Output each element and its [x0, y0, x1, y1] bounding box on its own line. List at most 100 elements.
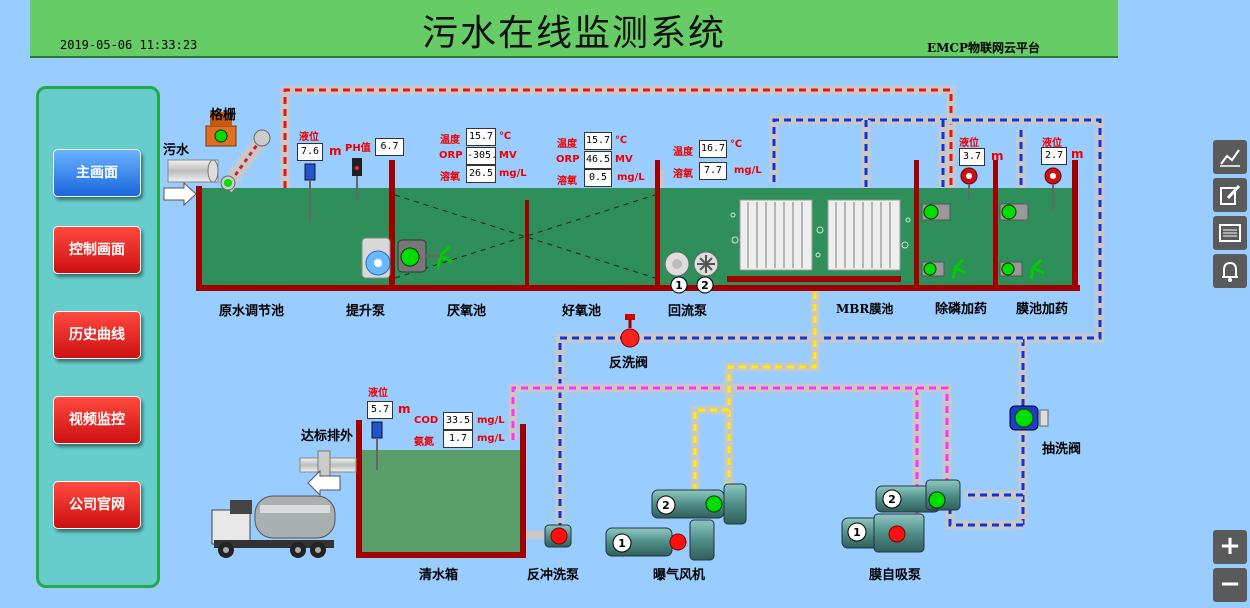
inlet-pipe: [163, 159, 219, 207]
membrane-dosing-label: 膜池加药: [1016, 302, 1069, 317]
ph-value: 6.7: [375, 138, 404, 156]
list-button[interactable]: [1213, 216, 1247, 250]
platform-name: EMCP物联网云平台: [926, 41, 1040, 55]
nh3-unit: mg/L: [477, 433, 505, 444]
suction-valve: [1009, 405, 1049, 431]
anoxic-do-unit: mg/L: [499, 168, 527, 179]
dose-level-unit: m: [1071, 147, 1084, 161]
anoxic-temp-label: 温度: [440, 135, 460, 146]
nh3-label: 氨氮: [414, 437, 434, 448]
phos-dosing-pump: [921, 203, 951, 221]
phos-mixer: [921, 258, 967, 280]
raw-level-label: 液位: [299, 132, 319, 143]
clear-tank-label: 清水箱: [419, 568, 459, 583]
discharge-outlet: [299, 450, 357, 497]
aerobic-temp-unit: ℃: [615, 135, 628, 146]
mbr-temp-label: 温度: [673, 147, 693, 158]
backwash-valve-label: 反洗阀: [609, 356, 649, 371]
lift-pump-label: 提升泵: [346, 304, 386, 319]
mbr-modules: [730, 199, 911, 271]
anoxic-do-value: 26.5: [466, 165, 496, 183]
blower-label: 曝气风机: [653, 568, 706, 583]
aerobic-orp-label: ORP: [556, 154, 580, 165]
self-suction-pump-1: [841, 513, 925, 553]
mbr-temp-value: 16.7: [699, 140, 727, 158]
list-icon: [1219, 224, 1241, 242]
return-pumps: [664, 251, 719, 277]
page-title: 污水在线监测系统: [421, 13, 726, 54]
nav-panel: 主画面 控制画面 历史曲线 视频监控 公司官网: [36, 86, 160, 588]
mbr-temp-unit: ℃: [730, 139, 743, 150]
backwash-pump: [544, 524, 572, 548]
nav-company-website-button[interactable]: 公司官网: [53, 481, 141, 529]
clear-level-value: 5.7: [367, 401, 393, 419]
phos-level-label: 液位: [959, 138, 979, 149]
dose-level-value: 2.7: [1041, 147, 1067, 165]
ph-sensor: [352, 158, 362, 200]
clear-level-unit: m: [398, 402, 411, 416]
phos-level-unit: m: [991, 149, 1004, 163]
backwash-pump-label: 反冲洗泵: [527, 568, 580, 583]
aerobic-do-label: 溶氧: [557, 176, 577, 187]
lift-pump-fan-icon: [436, 244, 453, 269]
nh3-value: 1.7: [443, 430, 473, 448]
anoxic-do-label: 溶氧: [440, 172, 460, 183]
nav-main-screen-button[interactable]: 主画面: [53, 149, 141, 197]
clear-tank-water: [362, 450, 520, 552]
chart-button[interactable]: [1213, 140, 1247, 174]
membrane-dosing-pump: [999, 203, 1029, 221]
aerobic-orp-value: 46.5: [584, 151, 612, 169]
dose-level-label: 液位: [1042, 138, 1062, 149]
aerobic-orp-unit: MV: [615, 154, 633, 165]
mbr-do-label: 溶氧: [673, 169, 693, 180]
mbr-do-value: 7.7: [699, 162, 727, 180]
grille-label: 格栅: [210, 108, 237, 123]
suction-valve-label: 抽洗阀: [1042, 442, 1082, 457]
edit-icon: [1220, 184, 1241, 205]
mbr-do-unit: mg/L: [734, 165, 762, 176]
nav-history-curve-button[interactable]: 历史曲线: [53, 311, 141, 359]
blower-2: [651, 483, 747, 525]
cod-unit: mg/L: [477, 415, 505, 426]
lift-pump: [361, 237, 453, 279]
grille-machine: [205, 112, 271, 193]
aerobic-do-value: 0.5: [584, 169, 612, 187]
nav-video-monitor-button[interactable]: 视频监控: [53, 396, 141, 444]
return-pump-label: 回流泵: [668, 304, 708, 319]
aerobic-do-unit: mg/L: [617, 172, 645, 183]
membrane-mixer: [999, 258, 1045, 280]
bell-button[interactable]: [1213, 254, 1247, 288]
backwash-valve: [620, 314, 640, 348]
blower-1: [605, 519, 715, 561]
anoxic-orp-label: ORP: [439, 150, 463, 161]
anoxic-orp-unit: MV: [499, 150, 517, 161]
zoom-in-button[interactable]: +: [1213, 530, 1247, 564]
anoxic-temp-value: 15.7: [466, 128, 496, 146]
ph-label: PH值: [345, 143, 371, 154]
aerobic-label: 好氧池: [562, 304, 602, 319]
datetime-display: 2019-05-06 11:33:23: [60, 38, 198, 52]
raw-level-value: 7.6: [297, 143, 323, 161]
tanker-truck: [211, 495, 336, 558]
nav-control-screen-button[interactable]: 控制画面: [53, 226, 141, 274]
level-sensor-phos: [960, 167, 978, 200]
anoxic-orp-value: -305.: [466, 147, 497, 165]
clear-tank-walls: [356, 420, 526, 558]
zoom-out-button[interactable]: −: [1213, 568, 1247, 602]
edit-button[interactable]: [1213, 178, 1247, 212]
cod-value: 33.5: [443, 412, 473, 430]
self-suction-pump-label: 膜自吸泵: [869, 568, 922, 583]
raw-level-unit: m: [329, 144, 342, 158]
level-sensor-dose: [1044, 167, 1062, 210]
phos-level-value: 3.7: [959, 148, 985, 166]
anoxic-temp-unit: ℃: [499, 131, 512, 142]
chart-icon: [1220, 149, 1240, 167]
lift-pump-status-lamp: [400, 247, 420, 267]
aerobic-temp-label: 温度: [557, 139, 577, 150]
level-sensor-clear: [371, 421, 383, 470]
anoxic-label: 厌氧池: [447, 304, 487, 319]
phos-dosing-label: 除磷加药: [935, 302, 988, 317]
cod-label: COD: [414, 415, 439, 426]
header-bar: 污水在线监测系统 2019-05-06 11:33:23 EMCP物联网云平台: [30, 0, 1118, 58]
